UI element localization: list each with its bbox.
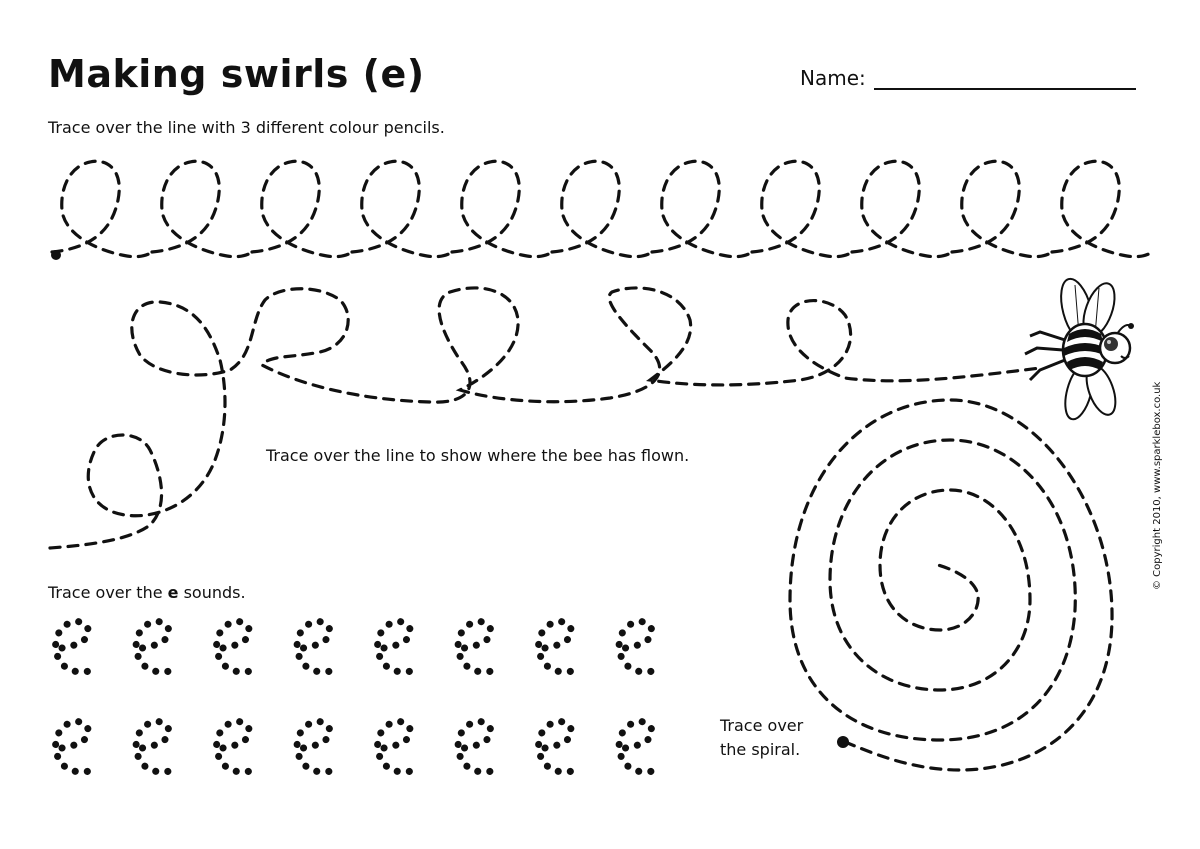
swirl-loop[interactable] bbox=[50, 159, 154, 259]
name-label: Name: bbox=[800, 66, 866, 90]
dotted-e-letter[interactable] bbox=[217, 622, 257, 673]
swirl-loop[interactable] bbox=[150, 159, 254, 259]
instruction-e-sounds: Trace over the e sounds. bbox=[48, 583, 246, 602]
name-line[interactable] bbox=[873, 68, 1136, 90]
bee-icon bbox=[1024, 277, 1134, 421]
swirl-tracing-row[interactable] bbox=[50, 159, 1154, 259]
e-letter-grid[interactable] bbox=[56, 622, 660, 773]
dotted-e-letter[interactable] bbox=[217, 722, 257, 773]
dotted-e-letter[interactable] bbox=[458, 622, 498, 673]
dotted-e-letter[interactable] bbox=[56, 622, 96, 673]
dotted-e-letter[interactable] bbox=[378, 622, 418, 673]
instruction-e-letter: e bbox=[167, 583, 179, 602]
dotted-e-letter[interactable] bbox=[56, 722, 96, 773]
swirl-loop[interactable] bbox=[350, 159, 454, 259]
dotted-e-letter[interactable] bbox=[458, 722, 498, 773]
swirl-loop[interactable] bbox=[850, 159, 954, 259]
dotted-e-letter[interactable] bbox=[378, 722, 418, 773]
copyright-notice: © Copyright 2010, www.sparklebox.co.uk bbox=[1152, 381, 1163, 590]
instruction-e-suffix: sounds. bbox=[178, 583, 246, 602]
dotted-e-letter[interactable] bbox=[619, 722, 659, 773]
instruction-colour-pencils: Trace over the line with 3 different col… bbox=[48, 118, 445, 137]
swirl-loop[interactable] bbox=[250, 159, 354, 259]
dotted-e-letter[interactable] bbox=[297, 622, 337, 673]
name-field[interactable]: Name: bbox=[800, 66, 1136, 90]
swirl-loop[interactable] bbox=[1050, 159, 1154, 259]
swirl-loop[interactable] bbox=[550, 159, 654, 259]
dotted-e-letter[interactable] bbox=[619, 622, 659, 673]
instruction-spiral-line2: the spiral. bbox=[720, 740, 801, 759]
swirl-loop[interactable] bbox=[950, 159, 1054, 259]
swirl-start-dot bbox=[51, 250, 61, 260]
swirl-loop[interactable] bbox=[650, 159, 754, 259]
bee-flight-path[interactable] bbox=[48, 286, 1042, 550]
dotted-e-letter[interactable] bbox=[539, 622, 579, 673]
dotted-e-letter[interactable] bbox=[136, 722, 176, 773]
page-title: Making swirls (e) bbox=[48, 52, 425, 96]
dotted-e-letter[interactable] bbox=[136, 622, 176, 673]
swirl-loop[interactable] bbox=[750, 159, 854, 259]
instruction-e-prefix: Trace over the bbox=[48, 583, 168, 602]
instruction-spiral-line1: Trace over bbox=[720, 716, 804, 735]
spiral-start-dot bbox=[837, 736, 849, 748]
swirl-loop[interactable] bbox=[450, 159, 554, 259]
dotted-e-letter[interactable] bbox=[297, 722, 337, 773]
instruction-bee: Trace over the line to show where the be… bbox=[266, 446, 690, 465]
instruction-spiral: Trace over the spiral. bbox=[720, 714, 803, 762]
dotted-e-letter[interactable] bbox=[539, 722, 579, 773]
spiral-path[interactable] bbox=[788, 398, 1114, 772]
